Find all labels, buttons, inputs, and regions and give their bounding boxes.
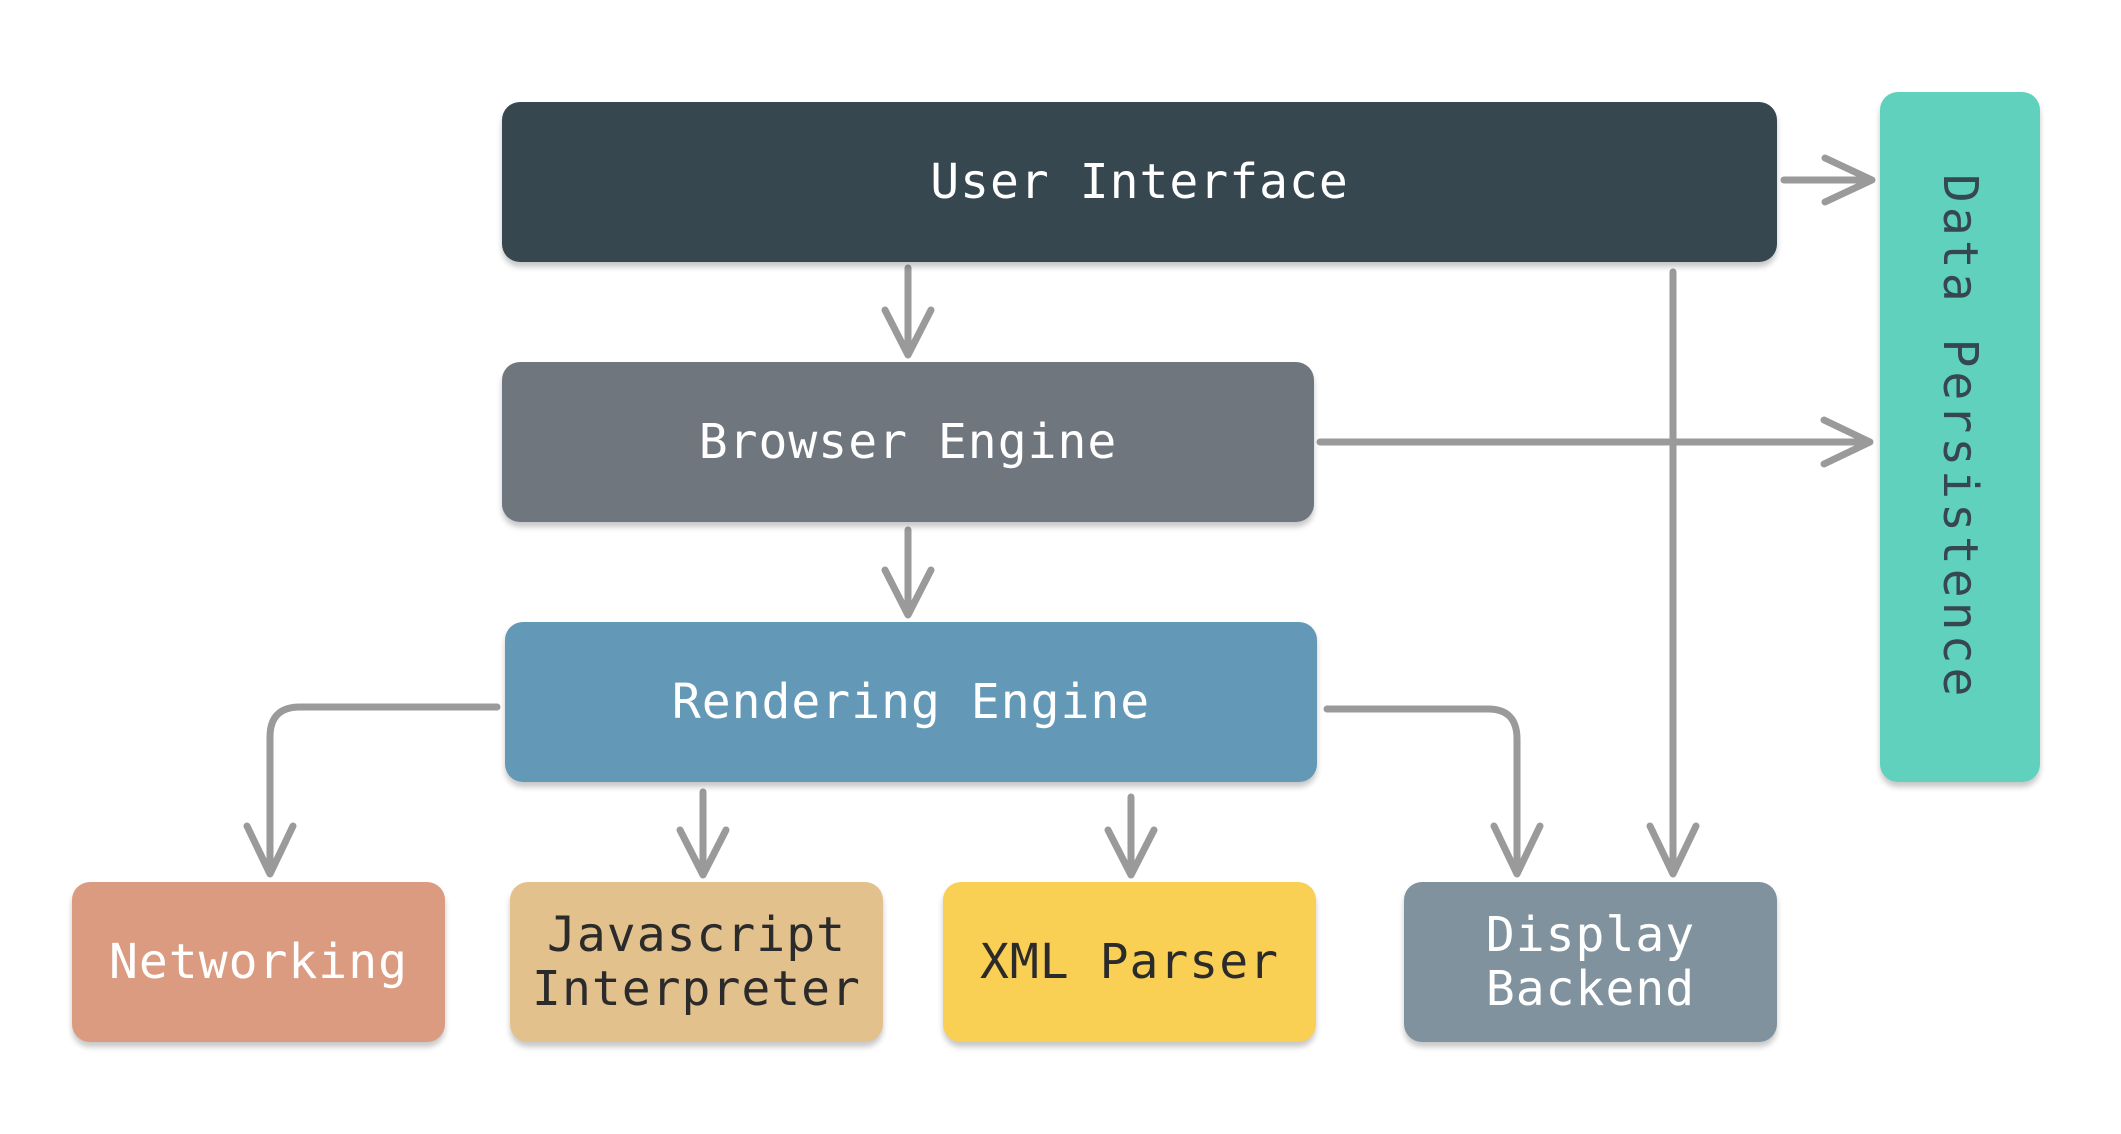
edge-ui-to-display-backend [1646, 268, 1700, 878]
edge-rendering-engine-to-display-backend [1323, 705, 1544, 878]
browser-engine-label: Browser Engine [698, 414, 1118, 470]
rendering-engine-label: Rendering Engine [671, 674, 1151, 730]
browser-engine-box: Browser Engine [502, 362, 1314, 522]
edge-browser-engine-to-data-persistence [1316, 416, 1874, 468]
rendering-engine-box: Rendering Engine [505, 622, 1317, 782]
user-interface-label: User Interface [930, 154, 1349, 210]
networking-box: Networking [72, 882, 445, 1042]
data-persistence-label: Data Persistence [1932, 173, 1988, 701]
edge-ui-to-data-persistence [1780, 154, 1876, 206]
edge-rendering-engine-to-javascript [676, 788, 730, 879]
edge-rendering-engine-to-networking [243, 703, 501, 878]
edge-rendering-engine-to-xml-parser [1104, 793, 1158, 879]
edge-ui-to-browser-engine [881, 264, 935, 359]
javascript-interpreter-box: Javascript Interpreter [510, 882, 883, 1042]
user-interface-box: User Interface [502, 102, 1777, 262]
edge-browser-engine-to-rendering-engine [881, 526, 935, 619]
xml-parser-label: XML Parser [980, 934, 1279, 990]
data-persistence-box: Data Persistence [1880, 92, 2040, 782]
display-backend-box: Display Backend [1404, 882, 1777, 1042]
networking-label: Networking [109, 934, 408, 990]
javascript-interpreter-label: Javascript Interpreter [532, 907, 861, 1017]
xml-parser-box: XML Parser [943, 882, 1316, 1042]
display-backend-label: Display Backend [1485, 907, 1696, 1017]
